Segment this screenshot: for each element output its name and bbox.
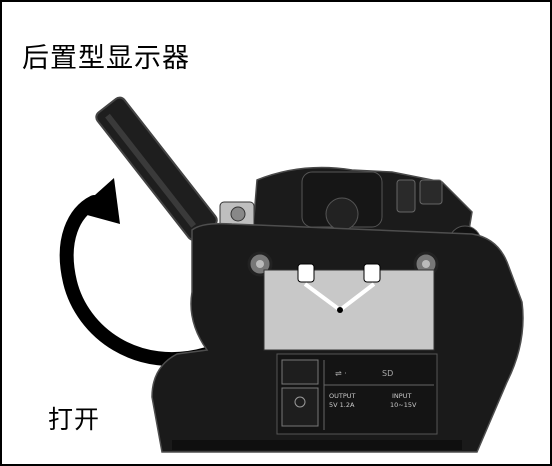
- rotation-arrowhead-icon: [76, 178, 120, 224]
- output-spec: 5V 1.2A: [329, 401, 355, 409]
- svg-text:⇌ ·: ⇌ ·: [335, 369, 347, 378]
- action-label: 打开: [48, 405, 101, 434]
- input-label: INPUT: [392, 392, 411, 400]
- input-spec: 10~15V: [390, 401, 417, 409]
- svg-text:SD: SD: [382, 369, 393, 378]
- back-panel: [263, 269, 435, 351]
- figure-title: 后置型显示器: [22, 43, 190, 74]
- output-label: OUTPUT: [329, 392, 356, 400]
- rear-display-arm: [95, 96, 218, 241]
- rotation-arrow-icon: [59, 195, 214, 366]
